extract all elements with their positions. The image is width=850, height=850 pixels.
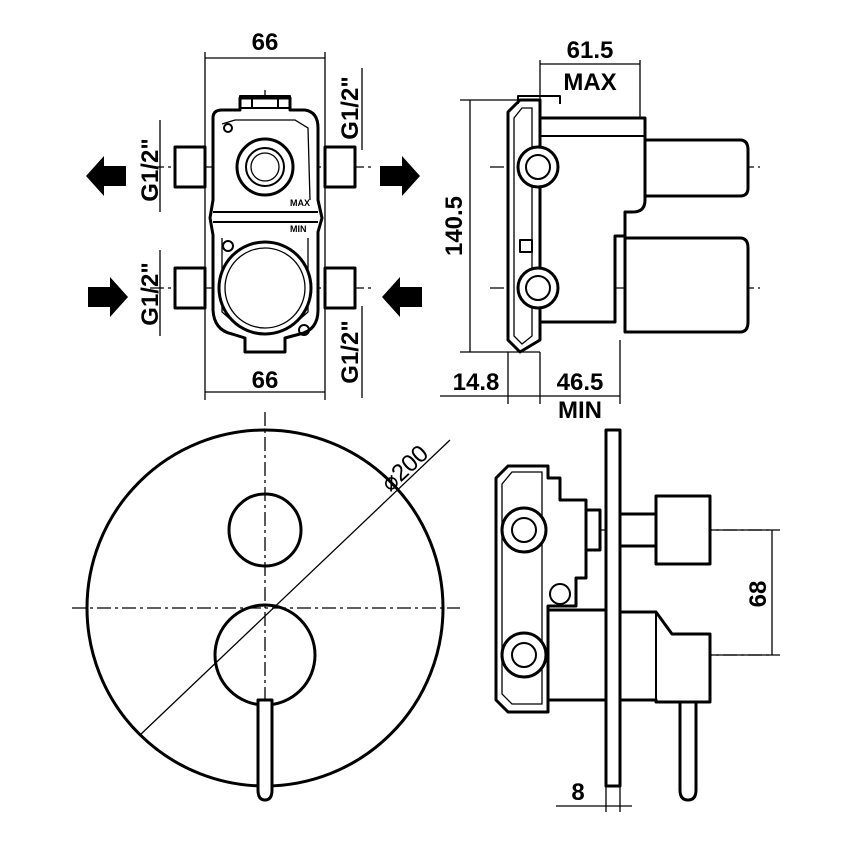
height-label: 140.5 <box>441 196 468 256</box>
port-bottom-right-label: G1/2" <box>337 320 364 383</box>
inlet-arrow-left-icon <box>88 277 128 317</box>
outlet-arrow-right-icon <box>380 156 420 196</box>
plate-thickness-label: 8 <box>571 779 584 806</box>
min-mark: MIN <box>290 224 307 234</box>
width-bottom-label: 66 <box>252 367 279 394</box>
offset-label: 14.8 <box>453 369 500 396</box>
inlet-arrow-right-icon <box>382 277 422 317</box>
plate-front-view: ⌀200 <box>72 412 460 802</box>
depth-max-label: 61.5 <box>567 37 614 64</box>
axis-distance-label: 68 <box>745 581 772 608</box>
body-front-view: MAX MIN 66 66 G1/2" G1/2" G1/2" G1/2" <box>86 29 422 400</box>
port-top-right-label: G1/2" <box>337 76 364 139</box>
diameter-label: ⌀200 <box>376 440 434 497</box>
max-mark: MAX <box>290 198 310 208</box>
max-label: MAX <box>563 69 616 96</box>
depth-min-label: 46.5 <box>557 369 604 396</box>
min-label: MIN <box>558 397 602 424</box>
width-top-label: 66 <box>252 29 279 56</box>
body-side-view: 140.5 61.5 MAX 14.8 46.5 M <box>440 37 760 424</box>
assembled-side-view: 68 8 <box>494 428 780 812</box>
outlet-arrow-left-icon <box>86 156 126 196</box>
port-left-in-label: G1/2" <box>137 262 164 325</box>
port-left-out-label: G1/2" <box>137 138 164 201</box>
